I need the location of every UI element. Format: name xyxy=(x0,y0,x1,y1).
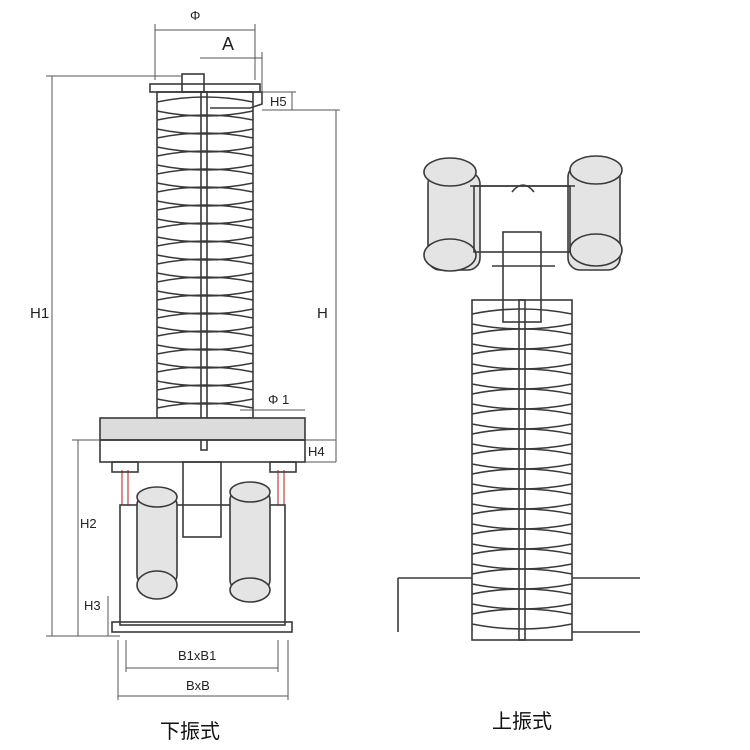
dimension-h3-label: H3 xyxy=(84,598,101,613)
dimension-a-label: A xyxy=(222,34,234,54)
top-vibration-type-drawing: 上振式 xyxy=(397,155,640,733)
spiral-trough-left xyxy=(156,96,254,409)
dimension-h1-label: H1 xyxy=(30,305,49,322)
dimension-h-label: H xyxy=(317,305,328,322)
dimension-phi1-label: Φ 1 xyxy=(268,392,289,407)
caption-top-vibration: 上振式 xyxy=(492,709,552,733)
caption-bottom-vibration: 下振式 xyxy=(160,719,220,743)
vibration-motor-top-left xyxy=(423,157,481,272)
dimension-h5-label: H5 xyxy=(270,94,287,109)
bottom-vibration-type-drawing: Φ A H5 H1 H xyxy=(30,8,340,743)
dimension-h2-label: H2 xyxy=(80,516,97,531)
dimension-phi-label: Φ xyxy=(190,8,200,23)
vibration-motor-left xyxy=(136,486,178,600)
dimension-b1xb1-label: B1xB1 xyxy=(178,648,216,663)
vibration-motor-top-right xyxy=(567,155,623,271)
dimension-h4-label: H4 xyxy=(308,444,325,459)
spiral-trough-right xyxy=(471,308,573,630)
dimension-bxb-label: BxB xyxy=(186,678,210,693)
vibration-motor-right xyxy=(229,481,271,603)
